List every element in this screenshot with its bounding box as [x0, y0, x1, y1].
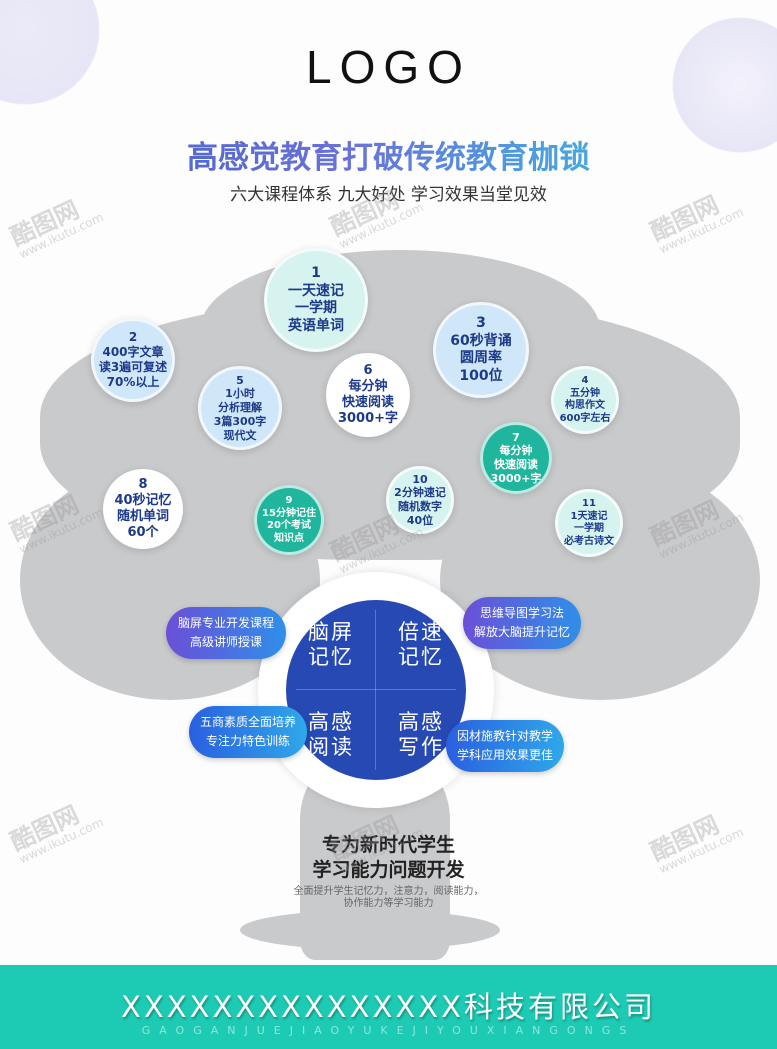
tagline-small-line: 协作能力等学习能力	[343, 897, 434, 909]
circle-text: 20个考试	[267, 520, 311, 531]
circle-text: 每分钟	[499, 444, 533, 458]
circle-text: 600字左右	[559, 412, 611, 424]
circle-text: 40位	[406, 513, 434, 527]
circle-text: 每分钟	[348, 378, 388, 394]
core-text: 倍速	[398, 619, 444, 644]
bubble-text: 解放大脑提升记忆	[473, 625, 570, 639]
circle-text: 快速阅读	[341, 395, 394, 410]
core-quadrant: 高感写作	[376, 690, 466, 780]
speech-bubble: 因材施教针对教学学科应用效果更佳	[446, 720, 564, 772]
core-text: 脑屏	[308, 619, 354, 644]
circle-text: 读3遍可复述	[98, 360, 168, 374]
speech-bubble: 脑屏专业开发课程高级讲师授课	[166, 607, 286, 659]
tagline-small: 全面提升学生记忆力，注意力，阅读能力，协作能力等学习能力	[0, 886, 777, 909]
circle-text: 五分钟	[570, 387, 600, 399]
footer-bar	[0, 965, 777, 1049]
core-divider	[375, 610, 376, 770]
circle-number: 7	[512, 430, 520, 444]
circle-number: 4	[581, 375, 589, 386]
circle-text: 15分钟记住	[262, 507, 316, 519]
circle-number: 1	[311, 265, 321, 281]
circle-number: 8	[138, 476, 148, 492]
circle-text: 英语单词	[288, 317, 344, 334]
subtitle: 六大课程体系 九大好处 学习效果当堂见效	[230, 185, 547, 205]
company-pinyin: GAOGANJUEJIAOYUKEJIYOUXIANGONGS	[141, 1024, 636, 1037]
tree-roots	[240, 910, 500, 950]
logo: LOGO	[306, 41, 471, 93]
decor-circle-left	[0, 0, 120, 105]
bubble-text: 脑屏专业开发课程	[177, 615, 274, 630]
circle-text: 60个	[127, 525, 159, 541]
circle-text: 随机单词	[116, 509, 169, 524]
circle-number: 3	[476, 315, 486, 331]
circle-text: 现代文	[223, 428, 257, 442]
circle-text: 分析理解	[218, 401, 262, 415]
circle-text: 随机数字	[398, 500, 442, 513]
circle-number: 10	[412, 472, 428, 486]
circle-text: 3篇300字	[213, 414, 267, 428]
core-quadrant: 脑屏记忆	[286, 600, 376, 690]
circle-text: 60秒背诵	[450, 332, 512, 349]
bubble-text: 高级讲师授课	[189, 635, 262, 649]
circle-number: 11	[582, 498, 596, 509]
decor-circle-right	[640, 10, 777, 160]
tagline-line: 学习能力问题开发	[312, 858, 465, 881]
circle-text: 70%以上	[106, 375, 160, 389]
core-divider	[296, 689, 456, 690]
core-text: 高感	[308, 709, 354, 734]
circle-text: 100位	[459, 367, 503, 384]
speech-bubble: 五商素质全面培养专注力特色训练	[189, 706, 307, 758]
circle-text: 必考古诗文	[564, 535, 614, 547]
circle-text: 构思作文	[565, 400, 605, 411]
bubble-text: 五商素质全面培养	[199, 714, 296, 729]
core-text: 记忆	[308, 645, 354, 669]
circle-text: 3000+字	[490, 471, 542, 485]
bubble-text: 学科应用效果更佳	[456, 748, 553, 762]
circle-text: 2分钟速记	[394, 486, 446, 500]
circle-text: 快速阅读	[494, 458, 538, 471]
circle-text: 3000+字	[337, 411, 399, 427]
circle-number: 5	[236, 373, 244, 387]
circle-text: 400字文章	[102, 345, 164, 359]
circle-text: 一学期	[295, 300, 337, 316]
tagline-line: 专为新时代学生	[321, 834, 455, 856]
page-title: 高感觉教育打破传统教育枷锁	[0, 132, 777, 177]
tagline: 专为新时代学生学习能力问题开发	[0, 833, 777, 882]
circle-text: 一天速记	[288, 282, 344, 299]
tagline-small-line: 全面提升学生记忆力，注意力，阅读能力，	[293, 886, 484, 897]
core-quadrant: 倍速记忆	[376, 600, 466, 690]
circle-text: 圆周率	[460, 350, 502, 366]
company-name: XXXXXXXXXXXXXXX科技有限公司	[120, 990, 656, 1024]
bubble-text: 思维导图学习法	[479, 605, 564, 620]
circle-text: 1小时	[225, 387, 255, 401]
bubble-text: 因材施教针对教学	[456, 728, 553, 743]
bubble-text: 专注力特色训练	[205, 734, 290, 748]
core-text: 记忆	[398, 645, 444, 669]
core-quadrant: 高感阅读	[286, 690, 376, 780]
circle-text: 一学期	[574, 523, 604, 534]
core-circle: 脑屏记忆 倍速记忆 高感阅读 高感写作	[286, 600, 466, 780]
circle-number: 6	[363, 362, 373, 378]
core-text: 阅读	[308, 735, 354, 759]
circle-number: 9	[285, 495, 293, 506]
circle-text: 1天速记	[570, 510, 608, 522]
core-text: 高感	[398, 709, 444, 734]
core-text: 写作	[398, 735, 444, 759]
speech-bubble: 思维导图学习法解放大脑提升记忆	[463, 597, 581, 649]
circle-text: 知识点	[274, 532, 304, 544]
circle-number: 2	[128, 330, 138, 344]
circle-text: 40秒记忆	[114, 492, 172, 508]
